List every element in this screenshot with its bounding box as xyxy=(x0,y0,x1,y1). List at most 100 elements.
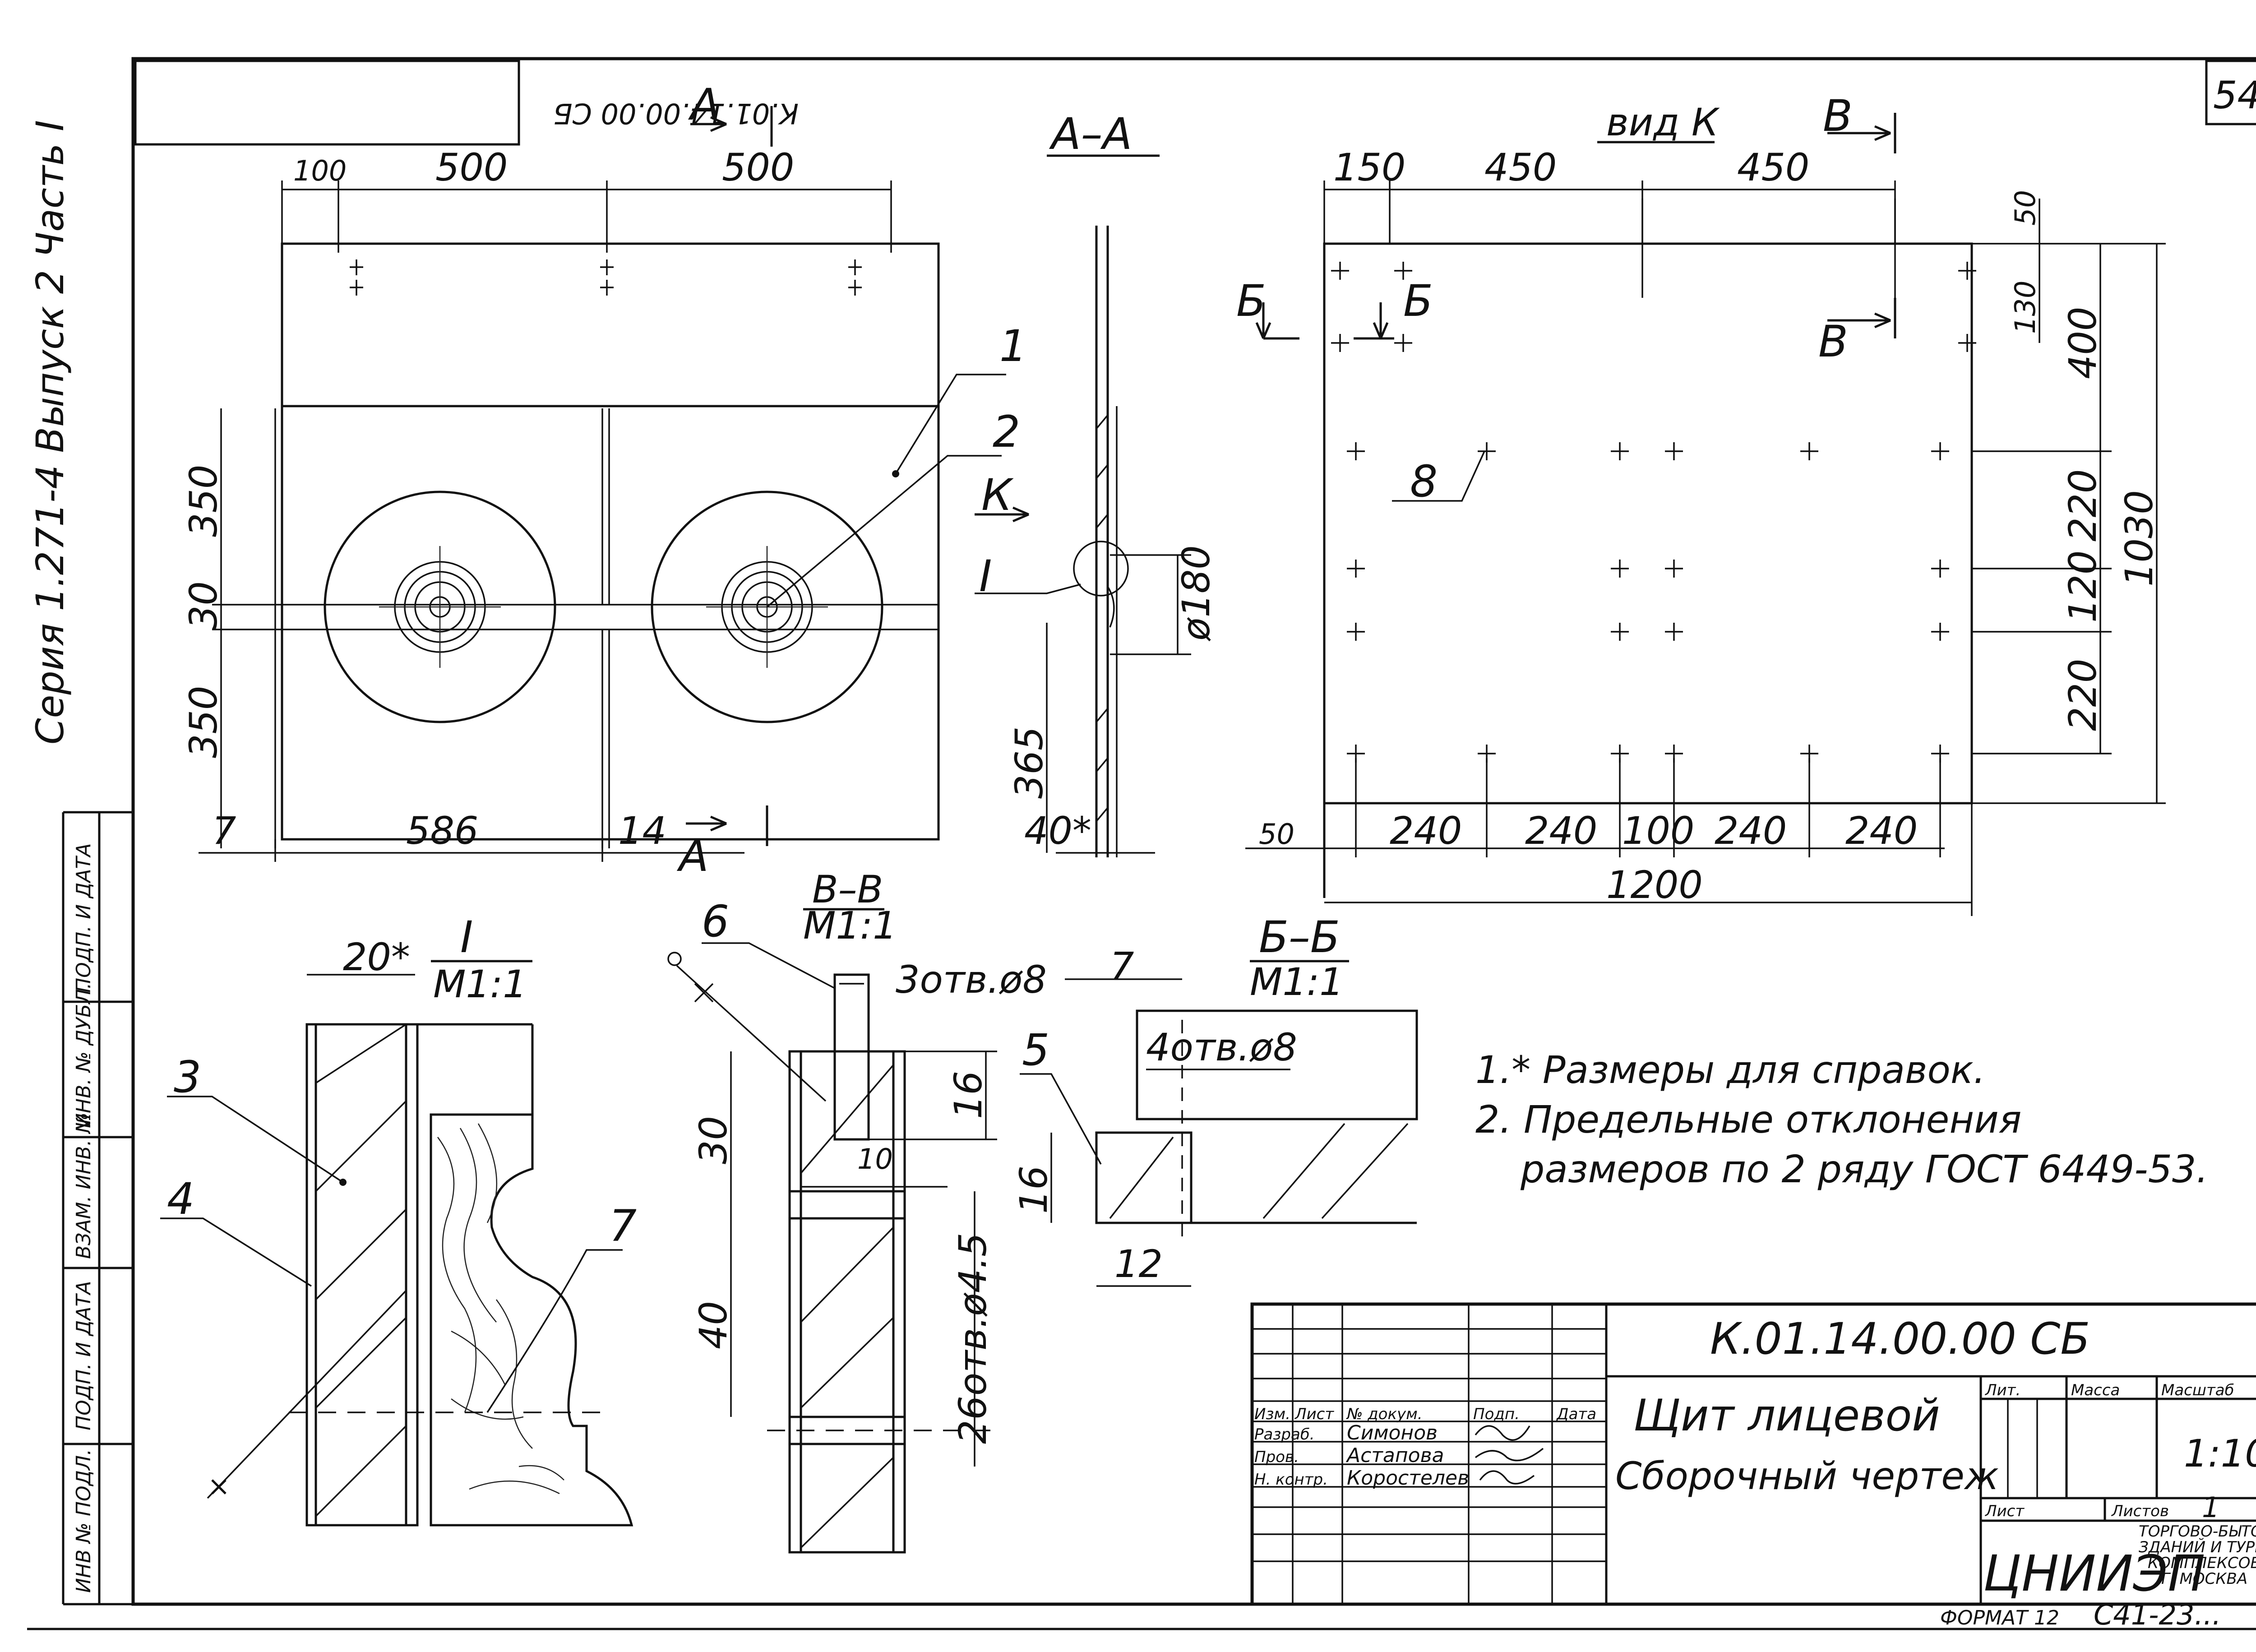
dim-bottom-240-b: 240 xyxy=(1525,809,1597,853)
section-end xyxy=(211,1479,227,1495)
callout-4: 4 xyxy=(167,1174,194,1224)
tb-sheets-value: 1 xyxy=(2202,1491,2219,1524)
right-rosette xyxy=(706,546,828,668)
leader-line xyxy=(1020,1073,1102,1165)
tb-name-line-2: Сборочный чертеж xyxy=(1615,1454,1999,1498)
section-mark-a-bottom: А xyxy=(676,831,709,881)
tb-designation: К.01.14.00.00 СБ xyxy=(1710,1314,2090,1364)
tb-header-sign: Подп. xyxy=(1473,1405,1520,1423)
tb-header-doc: № докум. xyxy=(1346,1405,1423,1423)
molding-profile xyxy=(430,1113,633,1527)
section-line xyxy=(676,965,827,1102)
tb-header-izm: Изм. xyxy=(1254,1405,1290,1423)
callout-7: 7 xyxy=(609,1201,637,1251)
section-bb-block xyxy=(1095,1131,1193,1224)
hatch xyxy=(800,1064,894,1549)
format-text: ФОРМАТ 12 xyxy=(1940,1606,2059,1629)
dim-bottom-240-a: 240 xyxy=(1390,809,1462,853)
dim-right-220-a: 220 xyxy=(2061,469,2105,541)
tb-name-line-1: Щит лицевой xyxy=(1633,1390,1940,1441)
margin-cell-1: ИНВ № ПОДЛ. xyxy=(72,1449,95,1593)
dim-bottom-240-d: 240 xyxy=(1845,809,1918,853)
tb-role-3: Н. контр. xyxy=(1254,1471,1328,1489)
leader-line xyxy=(702,942,835,989)
tb-scale-label: Масштаб xyxy=(2161,1381,2234,1399)
org-line-1: ТОРГОВО-БЫТОВЫХ xyxy=(2139,1522,2256,1541)
tb-header-list: Лист xyxy=(1294,1405,1334,1423)
dim-vv-40: 40 xyxy=(691,1301,735,1349)
dim-right-220-b: 220 xyxy=(2061,659,2105,731)
title-block: Изм. Лист № докум. Подп. Дата Разраб. Си… xyxy=(1250,1302,2256,1606)
hatch xyxy=(315,1023,407,1517)
dim-overall-height: 1030 xyxy=(2117,490,2161,587)
view-k-title: вид К xyxy=(1606,100,1720,144)
left-round-panel xyxy=(324,491,556,723)
org-line-4: Г. МОСКВА xyxy=(2161,1570,2247,1588)
callout-6: 6 xyxy=(702,896,729,947)
detail-i-scale: М1:1 xyxy=(433,962,527,1006)
profile-curve xyxy=(1107,586,1115,628)
tb-name-1: Симонов xyxy=(1347,1421,1438,1444)
holes-note-3: 3отв.ø8 xyxy=(896,958,1047,1002)
mirrored-stamp-box xyxy=(134,60,520,146)
dim-right-120: 120 xyxy=(2061,551,2105,623)
bolt xyxy=(833,973,870,1141)
wood-grain xyxy=(437,1123,564,1495)
note-3: размеров по 2 ряду ГОСТ 6449-53. xyxy=(1520,1147,2208,1191)
section-vv: В–В М1:1 6 3отв.ø8 16 30 10 40 26отв.ø4.… xyxy=(667,867,1047,1554)
leader-line xyxy=(167,1096,343,1183)
fastener-mark xyxy=(1331,262,1412,352)
fastener-mark xyxy=(1958,262,1976,352)
fastener-mark xyxy=(350,259,363,296)
margin-cell-4: ИНВ. № ДУБЛ. xyxy=(72,983,95,1128)
tb-sheets-label: Листов xyxy=(2111,1502,2169,1520)
section-line xyxy=(207,1290,407,1499)
leader-line xyxy=(895,374,1006,474)
tb-sheet-label: Лист xyxy=(1984,1502,2025,1520)
section-arrow xyxy=(690,106,773,147)
dim-top-450-a: 450 xyxy=(1484,145,1557,190)
margin-cell-3: ВЗАМ. ИНВ. № xyxy=(72,1113,95,1259)
front-view: 100 500 500 350 30 350 7 586 14 А А 1 2 xyxy=(181,79,1027,881)
section-vv-board xyxy=(788,1050,906,1554)
view-k-outline xyxy=(1323,242,1973,805)
dim-bottom-3: 14 xyxy=(618,809,666,853)
fastener-mark xyxy=(1347,560,1949,578)
signature-scribbles xyxy=(1475,1425,1544,1485)
view-arrow-k: К xyxy=(981,470,1014,520)
fastener-mark xyxy=(1347,745,1949,763)
panel-outline xyxy=(281,242,940,841)
section-bb: Б–Б М1:1 7 4отв.ø8 5 16 12 xyxy=(1012,912,1418,1287)
leader-line xyxy=(766,455,1002,608)
callout-5: 5 xyxy=(1022,1025,1049,1075)
leader-line xyxy=(486,1249,623,1413)
dim-40: 40* xyxy=(1024,809,1091,853)
detail-i: I М1:1 20* 3 4 7 xyxy=(160,912,637,1527)
dim-bottom-50: 50 xyxy=(1259,818,1294,851)
dim-bottom-240-c: 240 xyxy=(1715,809,1787,853)
tb-mass-label: Масса xyxy=(2071,1381,2120,1399)
callout-8: 8 xyxy=(1410,456,1438,507)
dash-line xyxy=(1641,199,1896,298)
tb-scale-value: 1:10 xyxy=(2184,1431,2256,1476)
section-mark-a-top: А xyxy=(688,79,720,130)
dim-top-1: 100 xyxy=(293,154,347,187)
dim-bb-12: 12 xyxy=(1114,1242,1163,1286)
section-end xyxy=(694,983,714,1003)
dim-top-3: 500 xyxy=(722,145,794,190)
section-bb-title: Б–Б xyxy=(1259,912,1340,963)
tb-role-2: Пров. xyxy=(1254,1448,1299,1466)
dim-vv-10: 10 xyxy=(857,1143,893,1175)
dim-diameter-180: ø180 xyxy=(1174,545,1218,642)
dim-top-450-b: 450 xyxy=(1737,145,1809,190)
section-arrow xyxy=(686,805,768,846)
note-2: 2. Предельные отклонения xyxy=(1475,1097,2021,1142)
note-1: 1.* Размеры для справок. xyxy=(1475,1048,1985,1092)
dim-right-50: 50 xyxy=(2009,190,2042,226)
dim-left-1: 350 xyxy=(181,465,226,537)
leader-line xyxy=(975,583,1081,594)
org-logo: ЦНИИЭП xyxy=(1983,1545,2205,1602)
tb-header-date: Дата xyxy=(1556,1405,1596,1423)
dim-top-2: 500 xyxy=(435,145,508,190)
fastener-mark xyxy=(1347,623,1949,641)
